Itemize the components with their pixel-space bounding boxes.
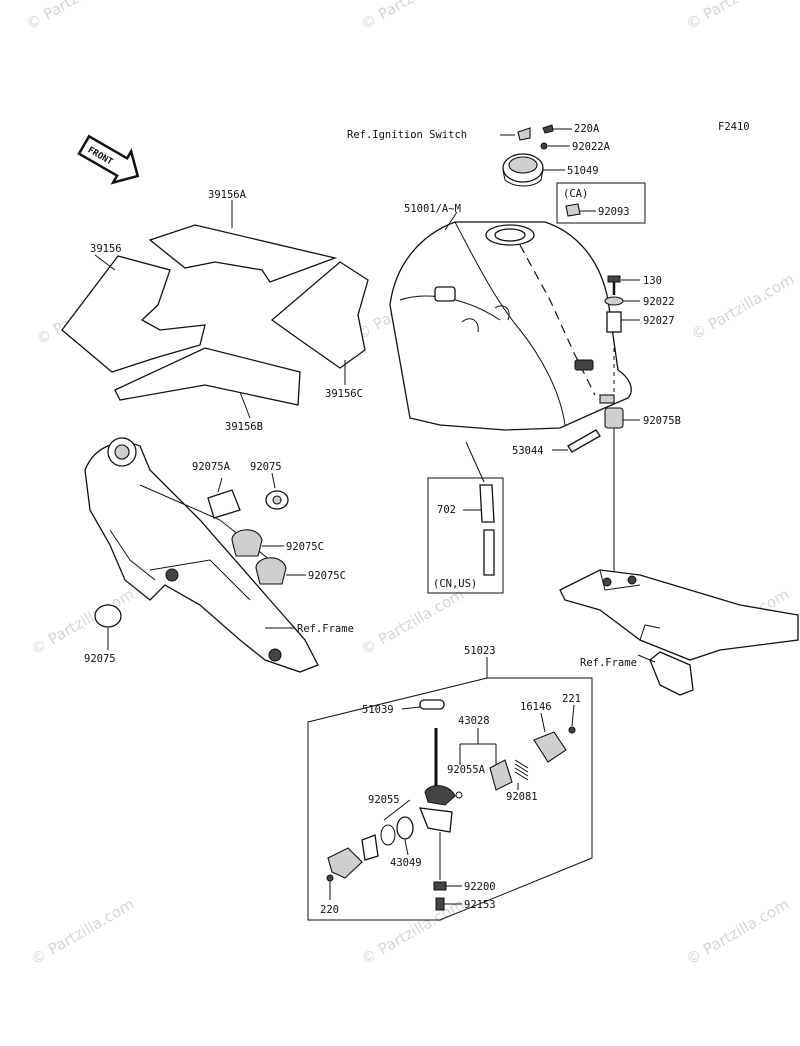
label-39156a: 39156A bbox=[208, 189, 247, 201]
label-92055: 92055 bbox=[368, 794, 400, 806]
hose-53044 bbox=[567, 429, 601, 453]
label-220: 220 bbox=[320, 904, 339, 916]
fuel-cock-parts bbox=[326, 699, 576, 911]
pad-leaders bbox=[94, 200, 346, 419]
label-51023: 51023 bbox=[464, 645, 496, 657]
label-92022a: 92022A bbox=[572, 141, 611, 153]
label-92200: 92200 bbox=[464, 881, 496, 893]
label-92081: 92081 bbox=[506, 791, 538, 803]
seat-pads bbox=[61, 224, 369, 406]
label-92075c-2: 92075C bbox=[308, 570, 346, 582]
watermark: © Partzilla.com bbox=[28, 895, 137, 968]
label-220a: 220A bbox=[574, 123, 600, 135]
watermark: © Partzilla.com bbox=[358, 895, 467, 968]
watermark: © Partzilla.com bbox=[683, 895, 792, 968]
watermark: © Partzilla.com bbox=[23, 0, 132, 33]
label-43049: 43049 bbox=[390, 857, 422, 869]
box-cn-us bbox=[427, 477, 504, 594]
label-92093: 92093 bbox=[598, 206, 630, 218]
label-92153: 92153 bbox=[464, 899, 496, 911]
label-702: 702 bbox=[437, 504, 456, 516]
figure-code: F2410 bbox=[718, 121, 750, 133]
label-92075b: 92075B bbox=[643, 415, 681, 427]
label-ref-frame-right: Ref.Frame bbox=[580, 657, 637, 669]
rubber-dampers bbox=[94, 489, 289, 628]
watermark: © Partzilla.com bbox=[358, 0, 467, 33]
label-53044: 53044 bbox=[512, 445, 544, 457]
label-92027: 92027 bbox=[643, 315, 675, 327]
ignition-parts bbox=[517, 124, 554, 150]
mount-hardware bbox=[604, 275, 624, 429]
label-92022: 92022 bbox=[643, 296, 675, 308]
label-51001: 51001/A~M bbox=[404, 203, 461, 215]
label-92075-left: 92075 bbox=[84, 653, 116, 665]
box-ca-label: (CA) bbox=[563, 188, 588, 200]
label-ref-frame-left: Ref.Frame bbox=[297, 623, 354, 635]
label-ref-ignition-switch: Ref.Ignition Switch bbox=[347, 129, 467, 141]
label-221: 221 bbox=[562, 693, 581, 705]
label-51049: 51049 bbox=[567, 165, 599, 177]
watermark: © Partzilla.com bbox=[358, 585, 467, 658]
label-39156c: 39156C bbox=[325, 388, 363, 400]
label-92055a: 92055A bbox=[447, 764, 486, 776]
pad-39156b bbox=[114, 347, 301, 406]
fuel-cap bbox=[502, 153, 544, 187]
box-cn-us-label: (CN,US) bbox=[433, 578, 477, 590]
label-43028: 43028 bbox=[458, 715, 490, 727]
label-92075c-1: 92075C bbox=[286, 541, 324, 553]
box-ca bbox=[556, 182, 646, 224]
label-39156: 39156 bbox=[90, 243, 122, 255]
watermark: © Partzilla.com bbox=[688, 270, 797, 343]
front-arrow-icon: FRONT bbox=[77, 134, 140, 185]
label-92075a: 92075A bbox=[192, 461, 231, 473]
label-130: 130 bbox=[643, 275, 662, 287]
pad-39156c bbox=[270, 261, 369, 369]
label-51039: 51039 bbox=[362, 704, 394, 716]
label-16146: 16146 bbox=[520, 701, 552, 713]
watermark: © Partzilla.com bbox=[28, 585, 137, 658]
fuel-cock-box bbox=[307, 677, 593, 921]
pad-39156a bbox=[148, 224, 338, 283]
label-92075-top: 92075 bbox=[250, 461, 282, 473]
label-39156b: 39156B bbox=[225, 421, 263, 433]
watermark: © Partzilla.com bbox=[683, 0, 792, 33]
pad-39156 bbox=[61, 255, 206, 373]
frame-right bbox=[559, 569, 799, 696]
fuel-tank bbox=[389, 221, 632, 431]
frame-left bbox=[84, 437, 319, 673]
tank-body bbox=[389, 221, 632, 431]
